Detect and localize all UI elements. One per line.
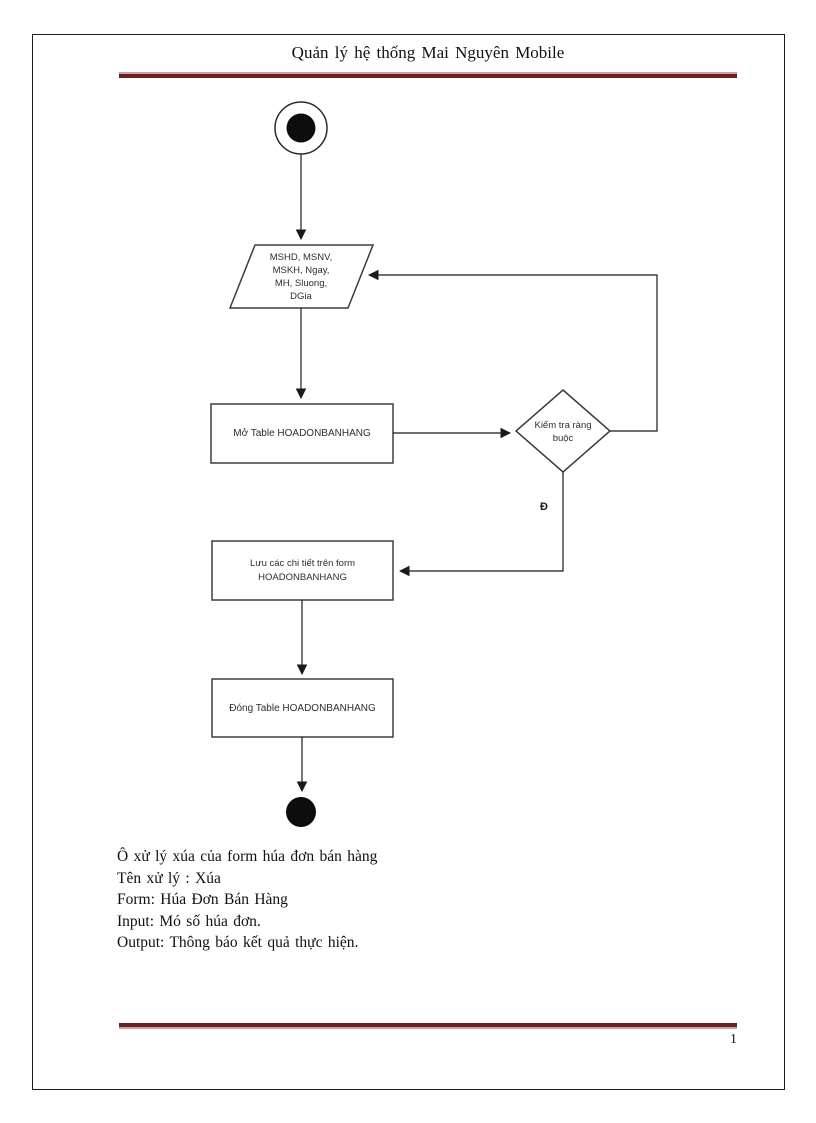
end-node <box>286 797 316 827</box>
header-rule-light <box>119 72 737 74</box>
input-parallelogram <box>228 244 375 309</box>
footer-rule <box>119 1023 737 1029</box>
input-line-3: MH, Sluong, <box>274 278 328 289</box>
page-border <box>32 34 785 1090</box>
decision-true-branch-label: Đ <box>540 501 548 513</box>
process-description: Ô xử lý xúa của form húa đơn bán hàng Tê… <box>117 846 677 954</box>
description-line: Tên xử lý : Xúa <box>117 869 221 887</box>
decision-line-2: buộc <box>552 433 574 444</box>
input-line-1: MSHD, MSNV, <box>269 252 333 263</box>
input-line-4: DGia <box>290 291 312 302</box>
input-parallelogram-label: MSHD, MSNV, MSKH, Ngay, MH, Sluong, DGia <box>235 247 367 307</box>
description-line: Input: Mó số húa đơn. <box>117 912 261 930</box>
page-number: 1 <box>730 1032 737 1047</box>
header-rule <box>119 72 737 78</box>
open-table-label: Mở Table HOADONBANHANG <box>233 428 371 439</box>
description-line: Ô xử lý xúa của form húa đơn bán hàng <box>117 848 378 865</box>
footer-rule-light <box>119 1027 737 1029</box>
save-details-rect <box>211 540 394 601</box>
open-table-rect <box>210 403 394 464</box>
decision-label: Kiểm tra ràng buộc <box>518 410 608 454</box>
description-line: Form: Húa Đơn Bán Hàng <box>117 891 288 908</box>
save-line-2: HOADONBANHANG <box>258 571 347 583</box>
connector-decision-loop-to-input <box>367 269 658 432</box>
input-line-2: MSKH, Ngay, <box>272 265 330 276</box>
close-table-rect <box>211 678 394 738</box>
header-rule-dark <box>119 74 737 78</box>
save-line-1: Lưu các chi tiết trên form <box>249 557 356 569</box>
decision-line-1: Kiểm tra ràng <box>534 420 592 431</box>
connector-decision-to-save <box>398 472 564 577</box>
start-node <box>286 113 316 143</box>
footer-rule-dark <box>119 1023 737 1027</box>
description-line: Output: Thông báo kết quả thực hiện. <box>117 934 359 951</box>
close-table-label: Đóng Table HOADONBANHANG <box>229 702 376 714</box>
save-details-label: Lưu các chi tiết trên form HOADONBANHANG <box>212 541 393 600</box>
page-title: Quản lý hệ thống Mai Nguyên Mobile <box>291 43 565 62</box>
